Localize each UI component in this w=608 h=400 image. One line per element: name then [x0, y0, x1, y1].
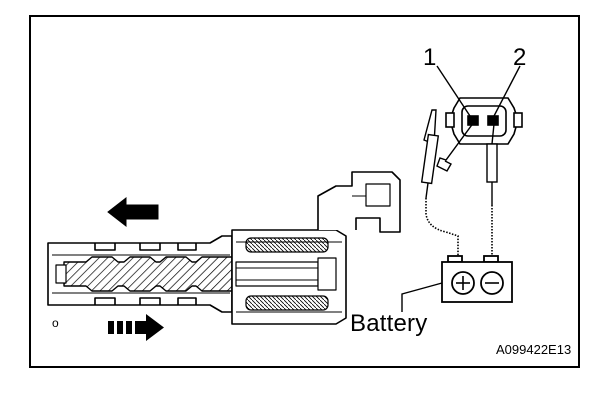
terminal-2-label: 2	[513, 44, 527, 71]
corner-mark: o	[52, 316, 59, 330]
coil-winding-top	[245, 237, 329, 253]
test-probe-1	[420, 109, 475, 199]
wire-positive	[425, 198, 459, 258]
diagram-frame	[29, 15, 580, 368]
battery-label: Battery	[350, 310, 428, 337]
figure-code: A099422E13	[496, 342, 572, 357]
terminal-2-pin	[487, 115, 499, 126]
test-probe-2	[486, 123, 498, 205]
arrow-energized	[107, 196, 159, 228]
battery	[441, 255, 513, 303]
terminal-1-pin	[467, 115, 479, 126]
arrow-deenergized	[108, 314, 164, 341]
solenoid-valve	[47, 171, 401, 325]
valve-spool	[63, 256, 237, 292]
terminal-connector	[445, 97, 523, 145]
coil-winding-bottom	[245, 295, 329, 311]
terminal-1-label: 1	[423, 44, 437, 71]
